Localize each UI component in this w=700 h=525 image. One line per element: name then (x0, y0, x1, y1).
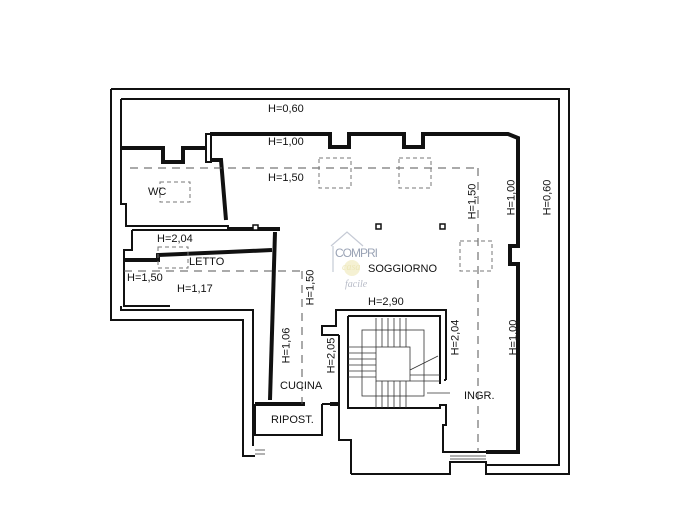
room-label-ingr: INGR. (464, 390, 495, 402)
label-h-top-dashed: H=1,50 (268, 172, 304, 184)
room-label-wc: WC (148, 186, 167, 198)
room-label-soggiorno: SOGGIORNO (368, 263, 438, 275)
watermark-middle: casa (342, 262, 361, 273)
label-h-stair-left: H=2,05 (325, 337, 338, 374)
label-h-letto-left: H=1,50 (127, 272, 163, 284)
label-h-top-outer: H=0,60 (268, 103, 304, 115)
label-h-letto-bottom: H=1,17 (177, 283, 213, 295)
room-label-letto: LETTO (189, 256, 225, 268)
label-h-right-outer: H=0,60 (541, 179, 554, 216)
room-label-ripost: RIPOST. (271, 414, 314, 426)
label-h-cucina-wall: H=1,06 (280, 327, 293, 364)
label-h-stair-right: H=2,04 (449, 319, 462, 356)
label-h-lower-right-wall: H=1,00 (507, 319, 520, 356)
label-h-top-wall: H=1,00 (268, 136, 304, 148)
label-h-right-dashed: H=1,50 (466, 183, 479, 220)
label-h-stair-top: H=2,90 (368, 296, 404, 308)
outer-boundary (110, 88, 570, 475)
label-h-right-wall: H=1,00 (505, 179, 518, 216)
watermark-brand: COMPRI (335, 246, 378, 260)
label-h-letto-top: H=2,04 (157, 233, 193, 245)
watermark-sub: facile (345, 279, 368, 290)
label-h-cucina-dashed: H=1,50 (304, 269, 317, 306)
room-label-cucina: CUCINA (280, 380, 323, 392)
